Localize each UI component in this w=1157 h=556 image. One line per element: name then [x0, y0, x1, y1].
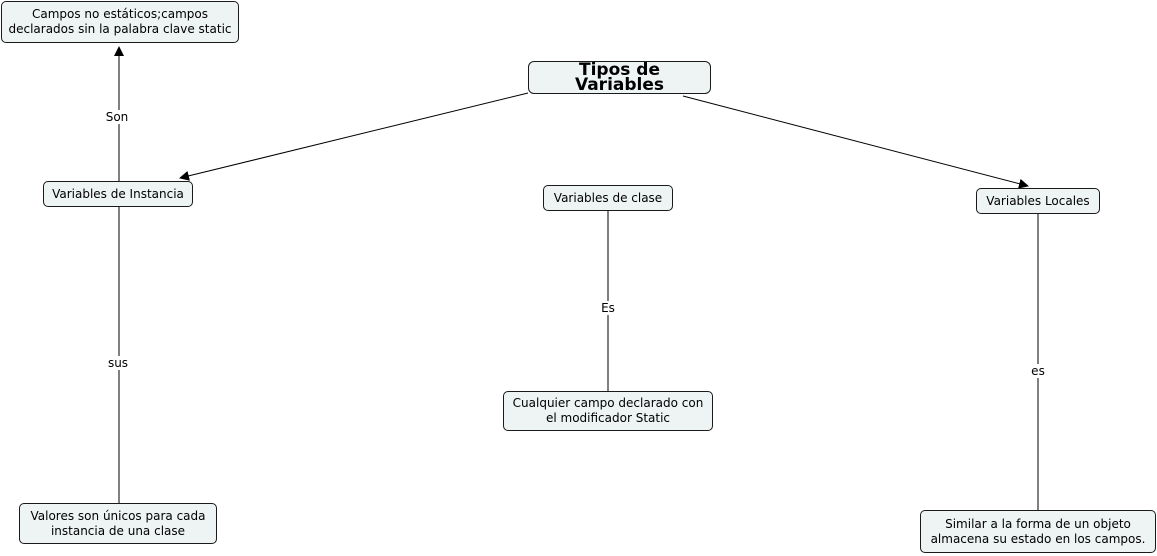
- connector-root-to-locales: [682, 95, 1029, 189]
- node-variables-locales[interactable]: Variables Locales: [976, 188, 1100, 214]
- node-variables-de-instancia[interactable]: Variables de Instancia: [43, 181, 193, 207]
- node-tipos-de-variables[interactable]: Tipos de Variables: [528, 61, 711, 94]
- node-similar-objeto[interactable]: Similar a la forma de un objeto almacena…: [920, 510, 1156, 553]
- link-label-son: Son: [103, 110, 131, 124]
- link-label-sus: sus: [105, 356, 131, 370]
- connector-root-to-instancia: [179, 92, 529, 181]
- node-campo-static[interactable]: Cualquier campo declarado con el modific…: [503, 391, 713, 431]
- node-campos-no-estaticos[interactable]: Campos no estáticos;campos declarados si…: [1, 1, 239, 43]
- link-label-es: es: [1029, 364, 1047, 378]
- node-variables-de-clase[interactable]: Variables de clase: [543, 185, 673, 211]
- link-label-es-mayus: Es: [599, 301, 617, 315]
- node-valores-unicos[interactable]: Valores son únicos para cada instancia d…: [19, 503, 217, 544]
